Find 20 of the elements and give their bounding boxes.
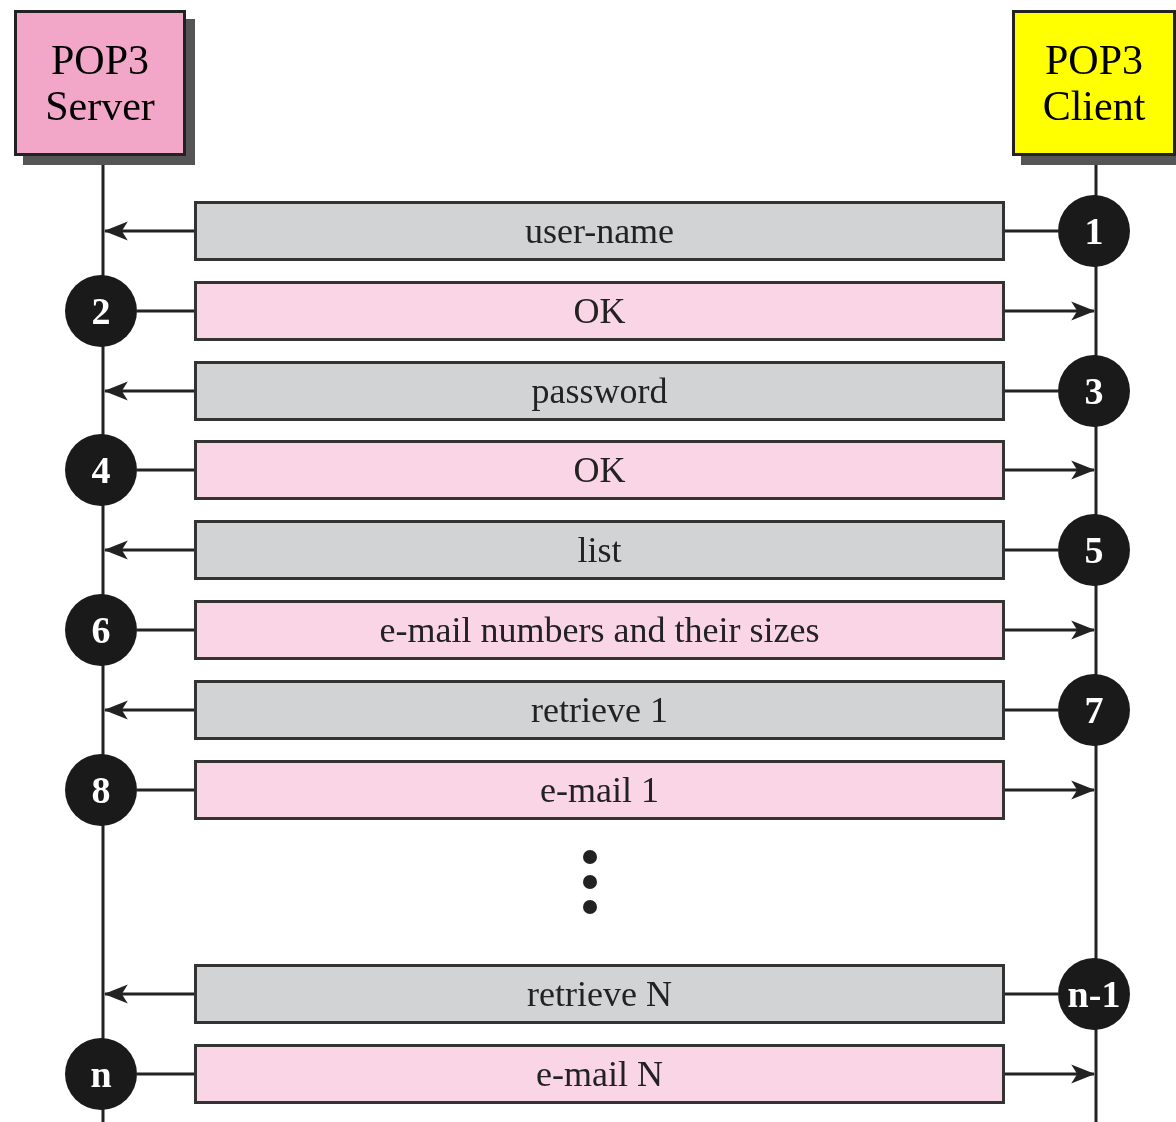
arrow bbox=[1005, 1064, 1096, 1084]
arrow bbox=[1005, 780, 1096, 800]
message-box: OK bbox=[194, 281, 1005, 341]
arrow bbox=[1005, 460, 1096, 480]
arrow bbox=[103, 700, 194, 720]
arrow bbox=[1005, 301, 1096, 321]
arrow bbox=[103, 381, 194, 401]
arrow bbox=[1005, 620, 1096, 640]
message-box: e-mail 1 bbox=[194, 760, 1005, 820]
message-box: list bbox=[194, 520, 1005, 580]
message-box: retrieve N bbox=[194, 964, 1005, 1024]
arrow bbox=[103, 221, 194, 241]
message-box: OK bbox=[194, 440, 1005, 500]
message-box: retrieve 1 bbox=[194, 680, 1005, 740]
message-box: user-name bbox=[194, 201, 1005, 261]
arrow bbox=[103, 540, 194, 560]
arrow bbox=[103, 984, 194, 1004]
message-box: password bbox=[194, 361, 1005, 421]
message-box: e-mail numbers and their sizes bbox=[194, 600, 1005, 660]
message-box: e-mail N bbox=[194, 1044, 1005, 1104]
